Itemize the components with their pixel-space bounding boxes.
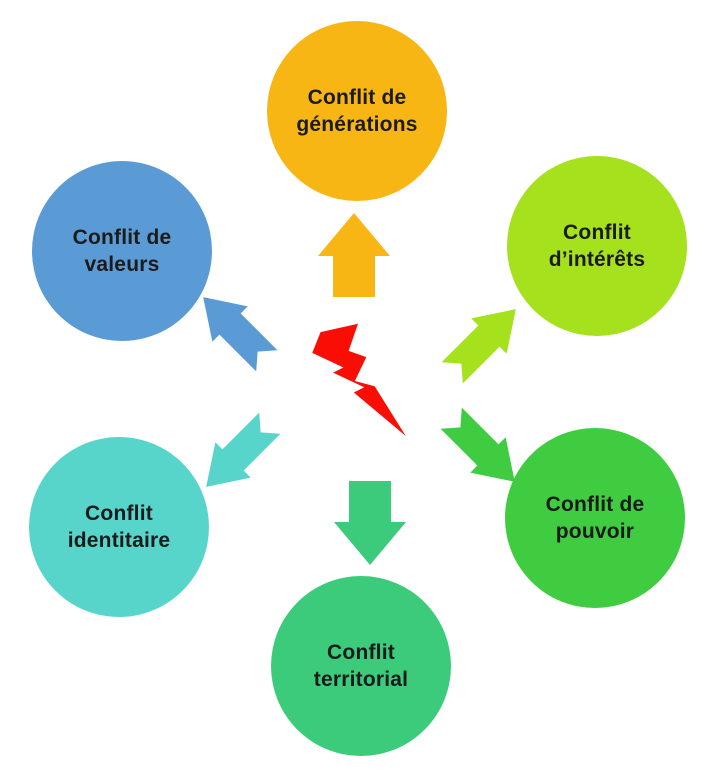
node-conflit-interets: Conflit d’intérêts bbox=[507, 156, 687, 336]
node-conflit-pouvoir: Conflit de pouvoir bbox=[505, 428, 685, 608]
arrow-up-icon bbox=[318, 213, 390, 297]
node-label: Conflit territorial bbox=[314, 639, 408, 694]
label-line: Conflit bbox=[85, 501, 153, 525]
label-line: Conflit bbox=[327, 640, 395, 664]
arrow-down-icon bbox=[334, 481, 406, 565]
label-line: pouvoir bbox=[555, 520, 635, 543]
node-conflit-territorial: Conflit territorial bbox=[271, 576, 451, 756]
label-line: Conflit de bbox=[307, 85, 407, 109]
node-conflit-identitaire: Conflit identitaire bbox=[29, 437, 209, 617]
lightning-bolt-icon bbox=[306, 316, 410, 446]
arrow-up-right-icon bbox=[435, 292, 534, 391]
label-line: Conflit de bbox=[72, 225, 172, 249]
arrow-down-left-icon bbox=[189, 406, 288, 505]
node-label: Conflit d’intérêts bbox=[549, 219, 646, 274]
label-line: Conflit de bbox=[545, 492, 645, 516]
label-line: identitaire bbox=[67, 529, 171, 552]
node-label: Conflit identitaire bbox=[68, 500, 171, 555]
node-label: Conflit de pouvoir bbox=[546, 491, 645, 546]
node-label: Conflit de générations bbox=[296, 84, 417, 139]
label-line: d’intérêts bbox=[548, 248, 646, 271]
label-line: générations bbox=[296, 113, 418, 136]
node-conflit-generations: Conflit de générations bbox=[267, 21, 447, 201]
node-label: Conflit de valeurs bbox=[73, 224, 172, 279]
label-line: Conflit bbox=[563, 220, 631, 244]
arrow-down-right-icon bbox=[434, 401, 533, 500]
label-line: valeurs bbox=[84, 253, 160, 276]
node-conflit-valeurs: Conflit de valeurs bbox=[32, 161, 212, 341]
arrow-up-left-icon bbox=[186, 280, 285, 379]
label-line: territorial bbox=[313, 668, 409, 691]
